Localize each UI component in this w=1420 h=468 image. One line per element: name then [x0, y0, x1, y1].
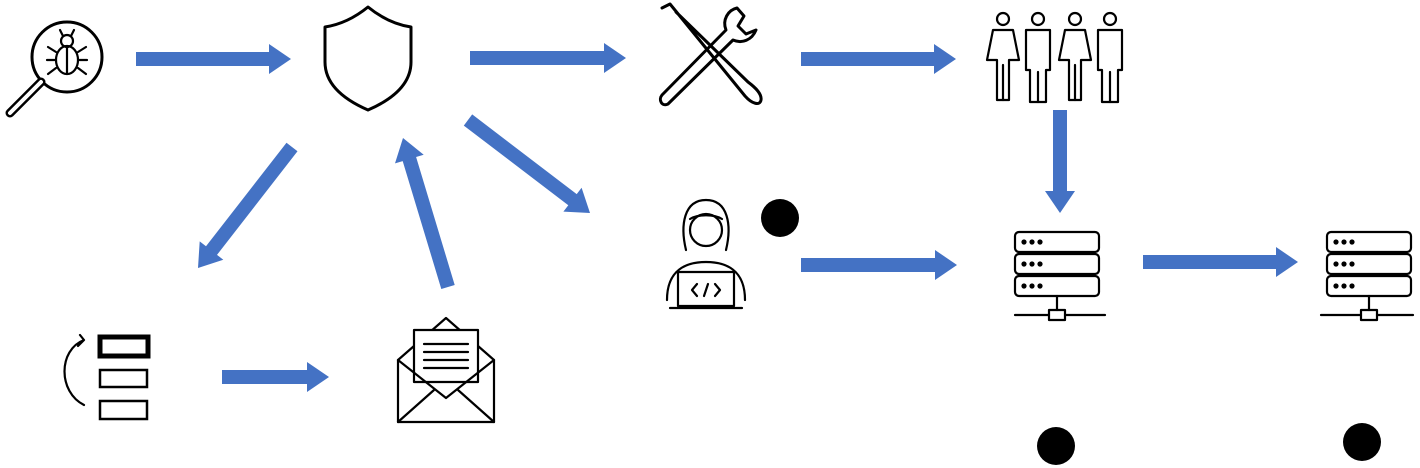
dot-marker-server-b [1343, 423, 1381, 461]
server-icon [1013, 230, 1107, 322]
arrow-server-a-to-server-b [1143, 247, 1298, 277]
arrow-priority-list-to-report [222, 362, 329, 392]
arrow-layer [136, 43, 1298, 392]
shield-icon [323, 5, 413, 112]
arrow-security-to-developer [463, 114, 590, 213]
arrow-bug-search-to-security [136, 44, 291, 74]
server-icon [1319, 230, 1415, 322]
arrow-report-to-security [395, 138, 455, 289]
envelope-document-icon [396, 316, 496, 424]
developer-laptop-icon [665, 198, 747, 310]
dot-marker-server-a [1037, 427, 1075, 465]
arrow-users-to-server-a [1045, 110, 1075, 213]
group-of-people-icon [985, 11, 1124, 104]
arrow-security-to-priority-list [198, 142, 298, 268]
reorder-list-icon [63, 333, 151, 421]
wrench-screwdriver-icon [658, 2, 763, 107]
bug-magnifier-icon [5, 20, 104, 118]
arrow-tools-to-users [801, 44, 956, 74]
arrow-security-to-tools [470, 43, 626, 73]
dot-marker-developer [761, 199, 799, 237]
arrow-developer-to-server-a [801, 250, 957, 280]
